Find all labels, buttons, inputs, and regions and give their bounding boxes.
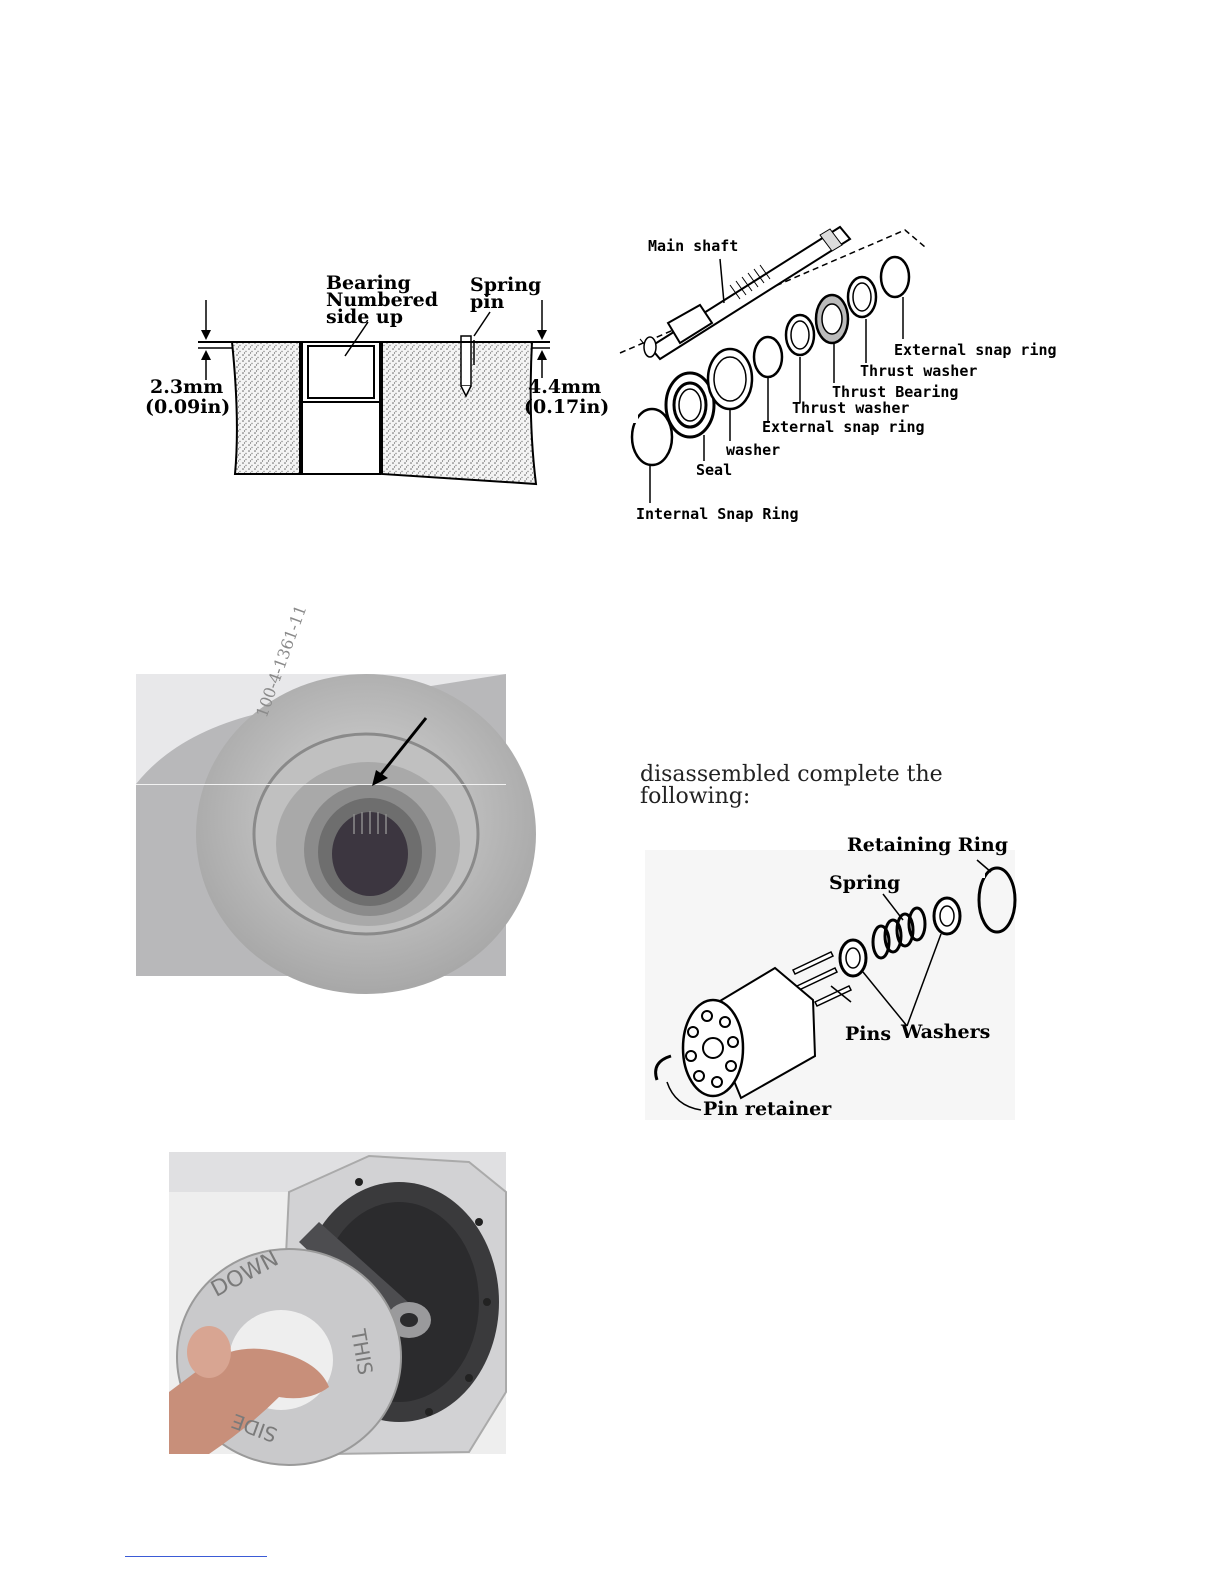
bearing-depth-diagram: Bearing Numbered side up Spring pin 2.3m… <box>140 270 610 490</box>
seal-label: Seal <box>696 461 733 479</box>
external-snap-ring-label-2: External snap ring <box>762 418 925 436</box>
main-shaft-exploded-diagram: Main shaft External snap ring Thrust was… <box>619 215 1090 530</box>
main-shaft-drawing <box>619 225 926 503</box>
right-dimension-mm: 4.4mm <box>528 376 602 398</box>
left-dimension-mm: 2.3mm <box>150 376 224 398</box>
thrust-washer-photo: DOWN THIS SIDE <box>169 1152 507 1466</box>
spring-pin-label-line2: pin <box>470 291 505 313</box>
footer-link-underline <box>125 1556 267 1557</box>
piston-spring-drawing <box>645 850 1017 1120</box>
bearing-depth-drawing <box>198 300 550 486</box>
spring-pin-label-line1: Spring <box>470 274 542 296</box>
spring-label: Spring <box>829 872 901 894</box>
housing-bearing-image <box>136 674 536 994</box>
thrust-washer-image <box>169 1152 507 1466</box>
washers-label: Washers <box>901 1021 991 1043</box>
bearing-label-line3: side up <box>326 306 404 328</box>
bearing-label-line1: Bearing <box>326 272 411 294</box>
retaining-ring-label: Retaining Ring <box>847 834 1009 856</box>
washer-label: washer <box>726 441 781 459</box>
right-dimension-in: (0.17in) <box>524 396 610 418</box>
external-snap-ring-label-1: External snap ring <box>894 341 1057 359</box>
main-shaft-label: Main shaft <box>648 237 739 255</box>
thrust-bearing-label: Thrust Bearing <box>832 383 959 401</box>
housing-bearing-photo: 100-4-1361-11 <box>136 602 536 994</box>
partial-instruction-line: disassembled complete the following: <box>640 762 943 809</box>
thrust-washer-label-2: Thrust washer <box>792 399 910 417</box>
piston-spring-exploded-diagram: Retaining Ring Spring Pins Washers Pin r… <box>645 830 1025 1125</box>
partial-instruction-text: disassembled complete the following: <box>640 764 1000 808</box>
thrust-washer-label-1: Thrust washer <box>860 362 978 380</box>
left-dimension-in: (0.09in) <box>145 396 231 418</box>
pin-retainer-label: Pin retainer <box>703 1098 832 1120</box>
internal-snap-ring-label: Internal Snap Ring <box>636 505 799 523</box>
bearing-label-line2: Numbered <box>326 289 439 311</box>
pins-label: Pins <box>845 1023 892 1045</box>
